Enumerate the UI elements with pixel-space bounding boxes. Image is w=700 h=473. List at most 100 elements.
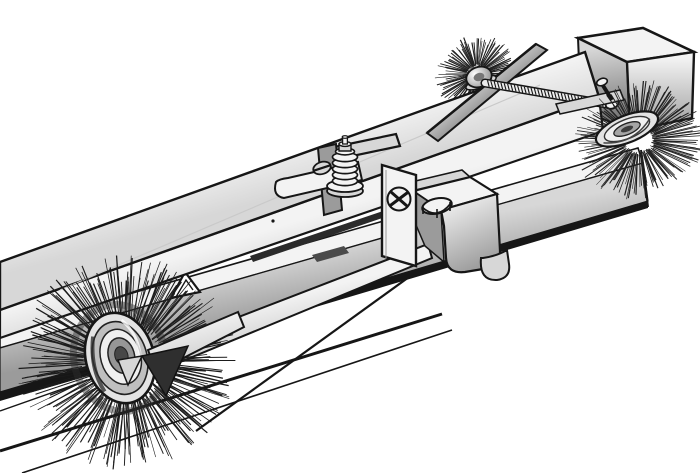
rod-thread-tick (540, 89, 544, 97)
bristle (451, 49, 471, 68)
bristle (653, 142, 694, 157)
bristle (163, 318, 200, 341)
bristle (138, 398, 156, 458)
bristle (43, 383, 97, 428)
bristle (653, 140, 697, 144)
bristle (103, 401, 116, 438)
brush-left-bristles (18, 255, 236, 470)
bristle (130, 401, 143, 458)
bristle (135, 262, 151, 325)
bristle (106, 396, 119, 467)
bristle (600, 152, 629, 188)
rod-thread-tick (550, 91, 554, 98)
right-hub-center (620, 125, 634, 133)
bristle (473, 42, 477, 65)
bristle (638, 154, 642, 186)
bristle (149, 387, 191, 432)
rod-thread-tick (560, 93, 564, 100)
bristle (21, 366, 83, 380)
bristle (651, 145, 691, 164)
brush-right (554, 77, 700, 200)
saddle-foot-hook (479, 248, 511, 282)
right-stud-nut (595, 77, 609, 87)
bristle (53, 326, 89, 347)
bristle (651, 141, 700, 151)
bristle (89, 397, 115, 464)
rod-thread-tick (493, 81, 497, 89)
bristle (600, 150, 631, 189)
bristle (27, 341, 91, 356)
bristle (594, 150, 626, 176)
bristle (635, 153, 639, 195)
bristle (156, 308, 201, 342)
bristle (138, 274, 155, 325)
bristle (647, 149, 678, 180)
bristle (141, 272, 162, 325)
bristle (434, 74, 468, 79)
bristle (30, 330, 90, 353)
bristle (584, 147, 627, 178)
bristle (112, 396, 122, 470)
bristle (45, 370, 93, 387)
bristle (146, 278, 178, 332)
bristle (156, 305, 191, 339)
bristle (655, 142, 696, 149)
bristle (653, 144, 699, 161)
bristle (593, 145, 626, 162)
rod-thread-tick (543, 90, 547, 97)
phillips-cross-slots (389, 190, 409, 208)
bristle (41, 305, 93, 337)
bristle (613, 150, 633, 181)
bristle (483, 50, 509, 69)
bristle (449, 58, 470, 70)
bristle (440, 79, 468, 97)
bristle (436, 75, 469, 86)
bristle (90, 395, 111, 448)
slotted-screw (312, 160, 332, 176)
bristle (22, 369, 83, 384)
bristle (161, 386, 212, 423)
bristle (655, 125, 700, 138)
bristle (146, 293, 176, 336)
bristle (654, 132, 700, 140)
bristle (105, 401, 120, 454)
rod-thread-tick (503, 83, 507, 90)
bristle (443, 77, 469, 89)
bristle (652, 140, 698, 145)
bristle (653, 138, 698, 141)
hex-bolt-rim (421, 202, 452, 214)
bristle (482, 44, 501, 68)
bristle (146, 280, 192, 336)
bristle (106, 403, 120, 465)
left-hub-highlight-arc (120, 318, 142, 357)
bristle (32, 348, 84, 358)
bristle (653, 145, 693, 160)
bristle (150, 290, 189, 335)
bristle (477, 37, 482, 66)
bristle (445, 74, 467, 80)
bristle (51, 384, 100, 426)
bristle (650, 109, 685, 134)
bristle (151, 382, 203, 427)
bristle (481, 41, 496, 66)
bristle (618, 152, 635, 193)
channel-slot (312, 246, 349, 262)
bristle (609, 153, 630, 184)
bristle (444, 60, 470, 72)
bristle (645, 149, 669, 180)
bristle (133, 400, 146, 448)
bristle (628, 154, 636, 196)
bristle (118, 400, 125, 454)
bristle (154, 294, 194, 334)
bristle (18, 372, 87, 385)
bristle (93, 396, 114, 442)
bristle (476, 38, 480, 65)
bristle (460, 43, 474, 68)
bristle (28, 360, 88, 365)
bristle (55, 385, 94, 407)
rod-thread-tick (517, 85, 520, 93)
bristle (143, 392, 178, 441)
bristle (144, 284, 178, 331)
bristle (140, 391, 173, 460)
